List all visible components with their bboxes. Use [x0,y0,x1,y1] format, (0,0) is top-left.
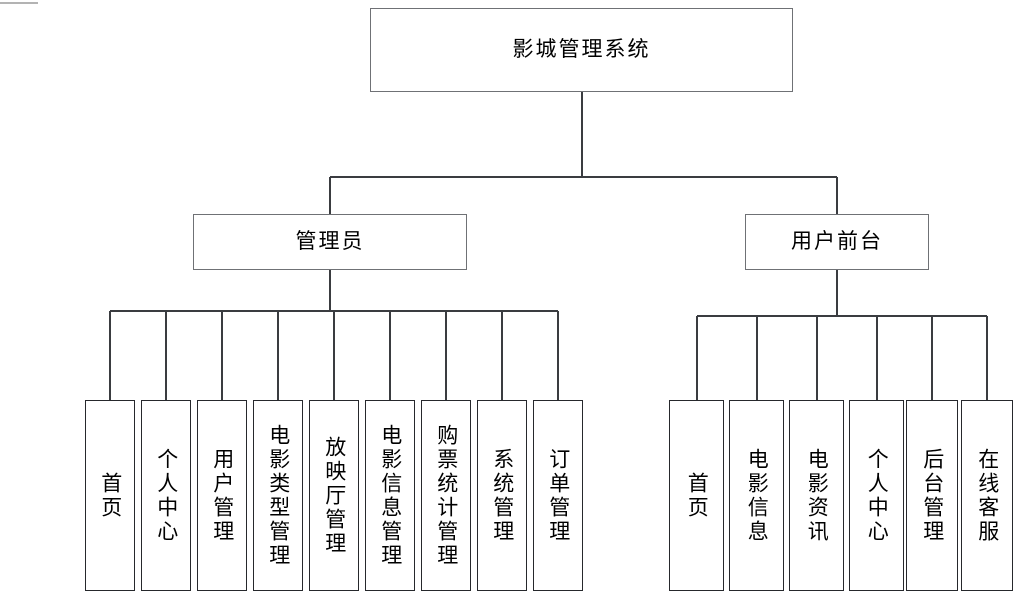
drop-admin-1 [165,311,167,400]
root-stem [580,92,583,177]
node-admin-leaf-7-label: 系统管理 [490,447,515,544]
node-frontend[interactable]: 用户前台 [745,214,929,270]
node-frontend-leaf-5[interactable]: 在线客服 [961,400,1013,591]
node-admin-leaf-0-label: 首页 [98,471,123,520]
stem-admin [329,270,331,311]
node-admin-leaf-3[interactable]: 电影类型管理 [253,400,303,591]
drop-admin-2 [221,311,223,400]
node-admin-leaf-4-label: 放映厅管理 [322,435,347,556]
drop-admin-8 [557,311,559,400]
node-frontend-leaf-0-label: 首页 [685,471,710,520]
drop-admin-0 [109,311,111,400]
drop-frontend-4 [931,316,933,400]
node-frontend-leaf-1[interactable]: 电影信息 [729,400,784,591]
drop-frontend-5 [986,316,988,400]
stem-frontend [836,270,838,316]
node-admin[interactable]: 管理员 [193,214,467,270]
drop-admin-7 [501,311,503,400]
node-admin-leaf-1-label: 个人中心 [154,447,179,544]
node-frontend-leaf-4[interactable]: 后台管理 [906,400,958,591]
node-admin-leaf-2-label: 用户管理 [210,447,235,544]
drop-admin-4 [333,311,335,400]
node-frontend-leaf-3-label: 个人中心 [865,447,890,544]
root-bus [330,176,837,178]
node-admin-leaf-1[interactable]: 个人中心 [141,400,191,591]
node-admin-leaf-6[interactable]: 购票统计管理 [421,400,471,591]
node-frontend-leaf-1-label: 电影信息 [745,447,770,544]
drop-frontend-0 [695,316,698,400]
node-admin-leaf-2[interactable]: 用户管理 [197,400,247,591]
node-frontend-label: 用户前台 [791,229,883,254]
drop-frontend-2 [815,316,818,400]
node-admin-leaf-8[interactable]: 订单管理 [533,400,583,591]
drop-admin-6 [445,311,447,400]
branch-drop-frontend [836,177,838,214]
node-admin-leaf-5[interactable]: 电影信息管理 [365,400,415,591]
node-frontend-leaf-3[interactable]: 个人中心 [849,400,904,591]
node-frontend-leaf-5-label: 在线客服 [975,447,1000,544]
node-admin-leaf-4[interactable]: 放映厅管理 [309,400,359,591]
node-frontend-leaf-4-label: 后台管理 [920,447,945,544]
node-admin-leaf-6-label: 购票统计管理 [434,423,459,568]
drop-admin-5 [389,311,391,400]
branch-drop-admin [329,177,331,214]
drop-frontend-3 [875,316,878,400]
drop-admin-3 [277,311,279,400]
bus-frontend [696,315,987,317]
node-frontend-leaf-0[interactable]: 首页 [669,400,724,591]
node-admin-leaf-7[interactable]: 系统管理 [477,400,527,591]
node-frontend-leaf-2-label: 电影资讯 [805,447,830,544]
node-admin-leaf-5-label: 电影信息管理 [378,423,403,568]
drop-frontend-1 [755,316,758,400]
node-admin-leaf-8-label: 订单管理 [546,447,571,544]
node-admin-leaf-3-label: 电影类型管理 [266,423,291,568]
node-frontend-leaf-2[interactable]: 电影资讯 [789,400,844,591]
node-admin-leaf-0[interactable]: 首页 [85,400,135,591]
top-left-artifact [0,2,38,4]
node-admin-label: 管理员 [295,229,365,254]
node-root-label: 影城管理系统 [512,37,651,62]
node-root[interactable]: 影城管理系统 [370,8,793,92]
